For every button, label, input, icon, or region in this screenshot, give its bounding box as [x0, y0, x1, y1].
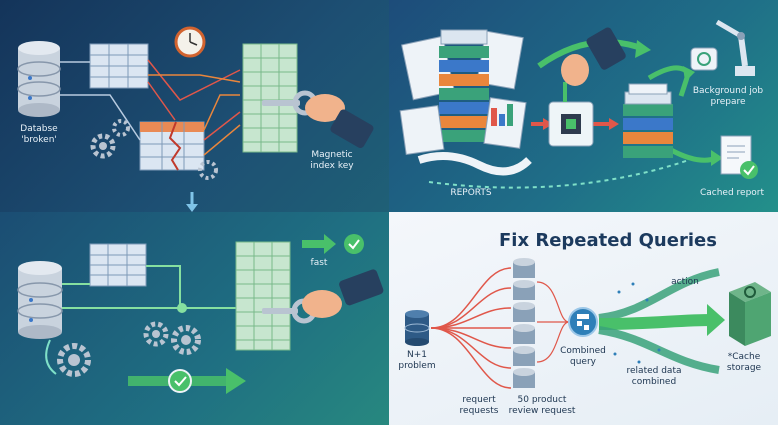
panel-report-cache-art: [399, 19, 758, 189]
related-data-label-line1: related data: [626, 366, 682, 376]
panel-fast-lookup: fast: [0, 212, 389, 425]
table-grid: [89, 243, 147, 287]
panel-repeated-queries: Fix Repeated Queries: [389, 212, 778, 425]
action-label: action: [671, 277, 699, 287]
query-arrows: [60, 59, 241, 156]
combined-query-icon: [568, 307, 598, 337]
table-grid-top: [89, 43, 149, 89]
panel-repeated-queries-art: [404, 258, 771, 389]
background-job-label: Background job prepare: [685, 86, 771, 108]
cache-arrow-head: [707, 304, 725, 336]
combined-query-label-line2: query: [570, 357, 596, 367]
database-label-line1: Databse: [20, 124, 58, 134]
related-data-label-line2: combined: [631, 377, 677, 387]
page-title: Fix Repeated Queries: [499, 230, 717, 251]
cached-report-label: Cached report: [699, 188, 765, 198]
n-plus-one-label-line2: problem: [398, 361, 436, 371]
repeated-request-arrows: [430, 267, 512, 389]
product-request-label-line2: review request: [508, 406, 576, 416]
fast-label: fast: [310, 258, 328, 268]
cache-storage-icon: [729, 282, 771, 346]
gear-icon: [45, 321, 201, 377]
product-request-label: 50 product review request: [501, 395, 583, 417]
n-plus-one-label-line1: N+1: [407, 350, 427, 360]
cache-storage-label-line1: *Cache: [727, 352, 761, 362]
database-label: Databse 'broken': [8, 124, 70, 146]
requests-label-line1: requert: [462, 395, 496, 405]
requests-label-line2: requests: [459, 406, 499, 416]
database-icon: [17, 261, 63, 339]
down-arrow-icon: [186, 192, 198, 212]
cached-report-icon: [720, 135, 758, 179]
hand-key-icon: [262, 90, 374, 149]
data-dots: [613, 282, 661, 364]
reports-label: REPORTS: [450, 188, 492, 198]
combine-arrows: [536, 281, 570, 363]
gear-icon: [90, 119, 218, 180]
background-job-label-line2: prepare: [710, 97, 746, 107]
cache-storage-label-line2: storage: [726, 363, 762, 373]
flow-arrows: [428, 39, 723, 189]
fast-arrow-icon: [302, 234, 364, 254]
panel-report-cache: REPORTS Background job prepare Cached re…: [389, 0, 778, 212]
cache-storage-label: *Cache storage: [717, 352, 771, 374]
connector-lines: [62, 265, 236, 313]
index-column: [242, 43, 298, 153]
processor-chip-icon: [548, 101, 594, 147]
combined-query-label-line1: Combined: [560, 346, 606, 356]
progress-arrow-icon: [128, 368, 246, 394]
background-job-label-line1: Background job: [692, 86, 764, 96]
database-icon: [17, 41, 61, 117]
magnetic-key-label-line2: index key: [310, 161, 354, 171]
related-data-label: related data combined: [621, 366, 687, 388]
clock-icon: [174, 26, 206, 58]
robot-arm-icon: [690, 19, 755, 76]
broken-table-grid: [139, 121, 205, 171]
panel-database-index: Databse 'broken' Magnetic index key: [0, 0, 389, 212]
cached-table-stack-icon: [623, 83, 673, 158]
magnetic-key-label: Magnetic index key: [292, 150, 372, 172]
requests-label: requert requests: [453, 395, 505, 417]
magnetic-key-label-line1: Magnetic: [311, 150, 353, 160]
reports-stack-icon: [399, 29, 532, 176]
request-database-stack: [513, 258, 535, 388]
n-plus-one-label: N+1 problem: [393, 350, 441, 372]
panel-database-index-art: [17, 26, 374, 212]
database-label-line2: 'broken': [21, 135, 57, 145]
index-column: [235, 241, 291, 351]
database-icon: [404, 310, 430, 346]
panel-fast-lookup-art: [17, 234, 384, 394]
product-request-label-line1: 50 product: [517, 395, 567, 405]
hand-press-icon: [561, 27, 626, 102]
hand-key-icon: [262, 269, 384, 324]
combined-query-label: Combined query: [555, 346, 611, 368]
